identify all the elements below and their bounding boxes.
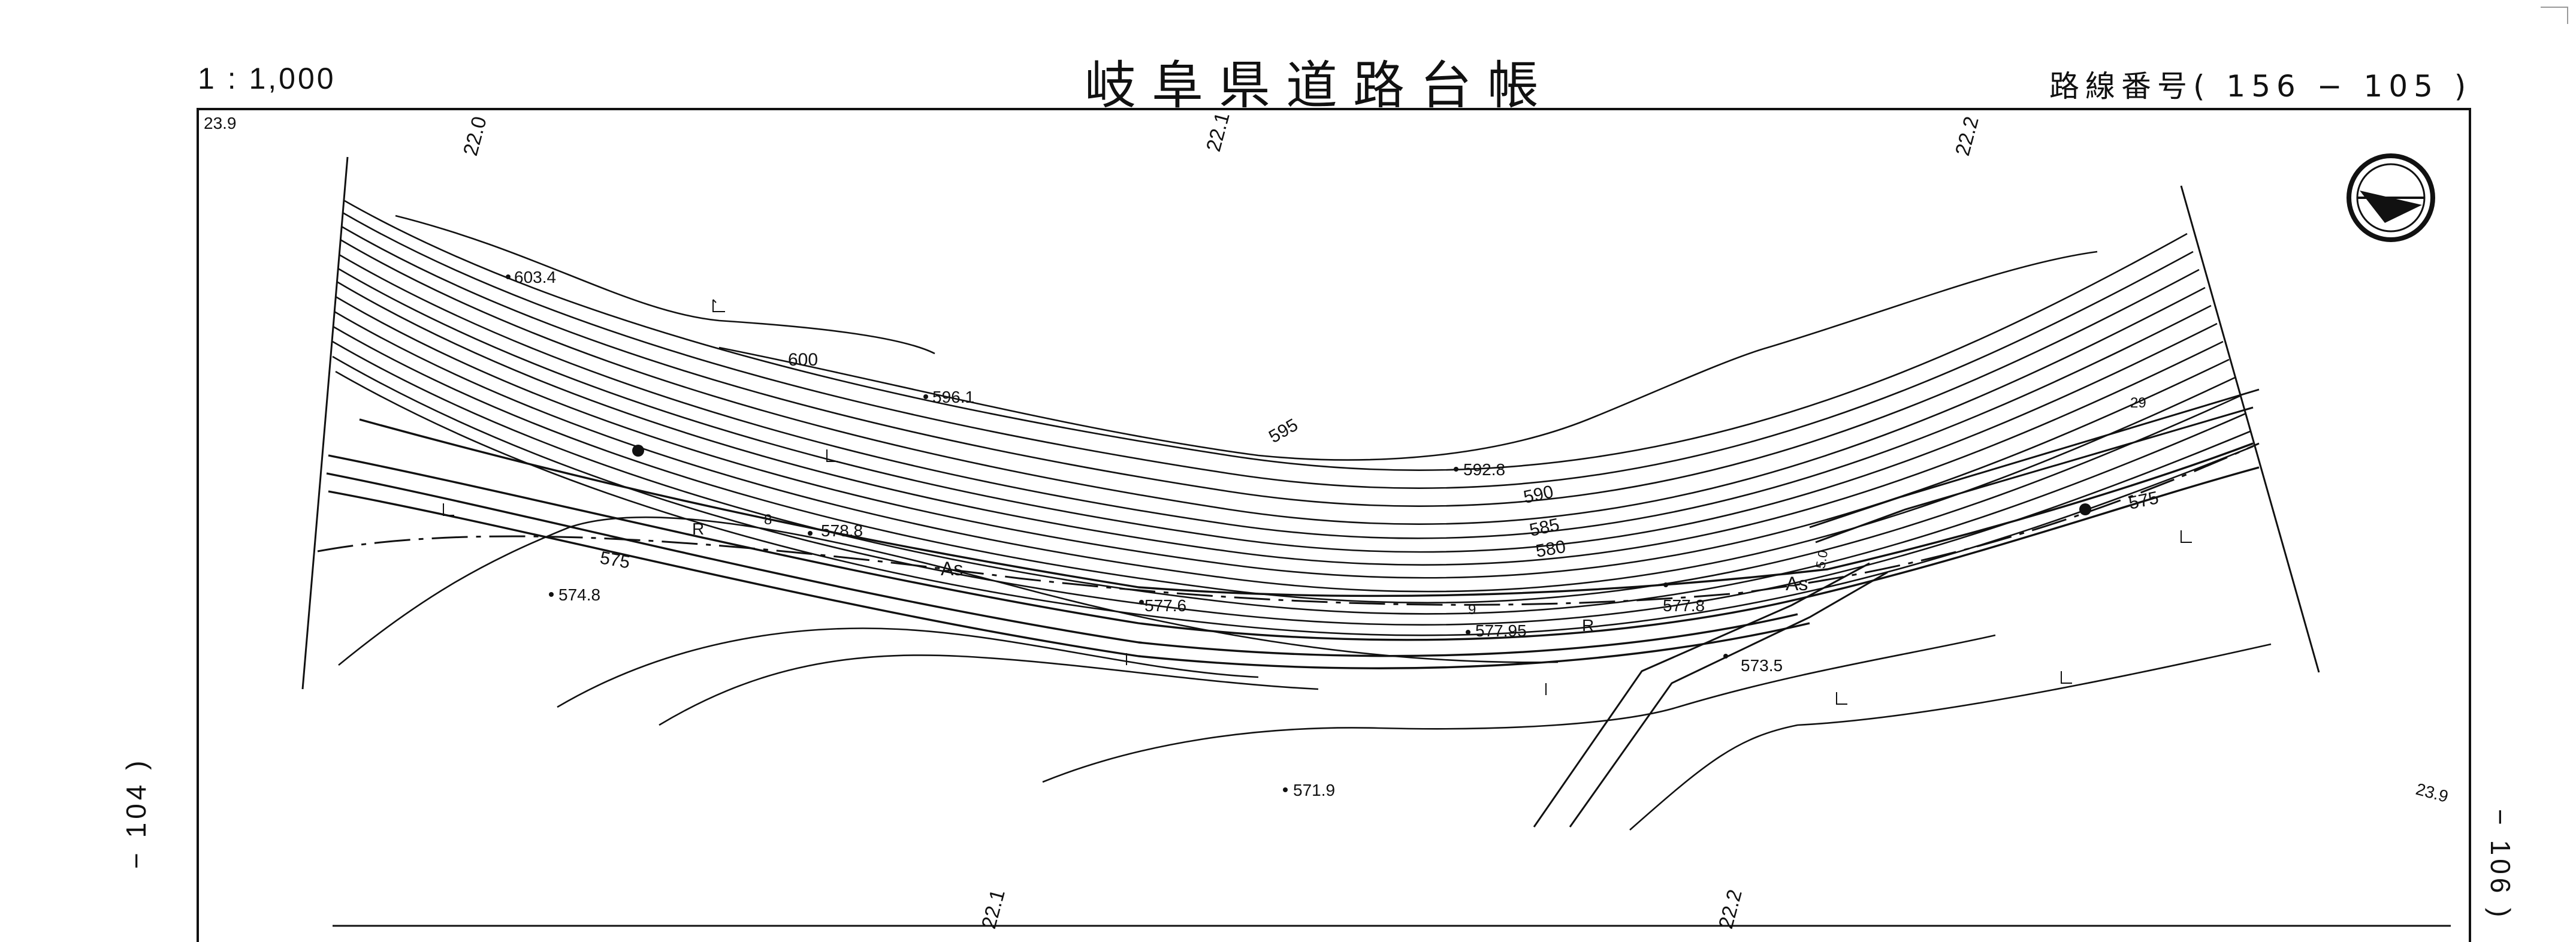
corner-mark-left: 23.9: [204, 114, 237, 132]
spot-height-577-6: 577.6: [1144, 596, 1186, 615]
upper-contours: [332, 200, 2254, 636]
road-surface-as-left: As: [941, 558, 963, 579]
spot-height-573-5: 573.5: [1741, 656, 1783, 675]
contour-label-575-left: 575: [599, 548, 632, 572]
route-label: 路線番号: [2049, 69, 2193, 104]
spot-height-577-95: 577.95: [1475, 621, 1527, 640]
distance-mark-bottom-0: 22.1: [977, 887, 1010, 931]
map-frame: [197, 108, 2471, 942]
map-title: 岐阜県道路台帳: [1085, 56, 1554, 116]
map-labels: 23.9 23.9 22.0 22.1 22.2 22.1 22.2 600 5…: [204, 110, 2450, 931]
lower-contours: [338, 516, 2272, 831]
survey-right-boundary: [2180, 185, 2320, 673]
contour-label-590: 590: [1522, 482, 1556, 508]
distance-mark-top-1: 22.1: [1202, 110, 1234, 154]
corner-tick: [2541, 7, 2568, 24]
route-numbers: ( 156 − 105 ): [2193, 69, 2472, 104]
distance-mark-top-0: 22.0: [459, 114, 491, 158]
spot-height-596-1: 596.1: [932, 388, 974, 406]
road-mark-29: 29: [2130, 395, 2146, 411]
spot-height-578-8: 578.8: [821, 521, 863, 540]
route-number: 路線番号( 156 − 105 ): [2049, 62, 2472, 105]
road-mark-8: 8: [764, 512, 772, 528]
road-mark-r-right: R: [1582, 616, 1594, 635]
spot-height-571-9: 571.9: [1293, 781, 1335, 799]
road-surface-as-right: As: [1786, 573, 1808, 594]
ramp-road: [1533, 388, 2260, 828]
spot-height-574-8: 574.8: [558, 585, 600, 604]
contour-label-595: 595: [1266, 415, 1301, 447]
map-scale: 1 : 1,000: [198, 62, 336, 95]
spot-height-592-8: 592.8: [1463, 460, 1505, 479]
corner-mark-right: 23.9: [2414, 780, 2450, 806]
survey-left-boundary: [301, 156, 349, 690]
spot-height-603-4: 603.4: [514, 268, 556, 286]
contour-label-600: 600: [788, 350, 818, 370]
contour-label-575-right: 575: [2127, 488, 2161, 514]
north-arrow-icon: [2347, 153, 2435, 242]
spot-height-dots: [506, 274, 2091, 792]
road-mark-5-0: 5.0: [1813, 549, 1831, 569]
road-mark-9: 9: [1468, 602, 1476, 618]
distance-mark-top-2: 22.2: [1951, 114, 1983, 158]
vegetation-symbols: [443, 299, 2192, 705]
road-mark-r-left: R: [692, 520, 704, 538]
distance-mark-bottom-1: 22.2: [1714, 887, 1747, 931]
spot-height-577-8: 577.8: [1663, 596, 1705, 615]
road-centerline: [317, 442, 2260, 606]
